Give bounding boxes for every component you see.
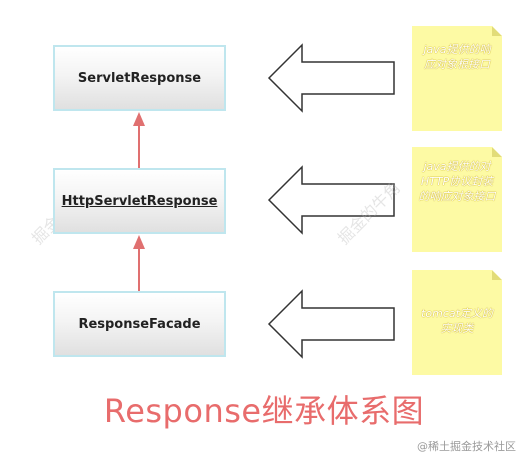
class-name: ServletResponse [77,70,202,86]
note-fold [492,147,502,157]
class-box-httpservletresponse: HttpServletResponse [53,168,226,234]
note-text: java提供的对HTTP协议封装的响应对象接口 [418,160,496,203]
note-httpservletresponse: java提供的对HTTP协议封装的响应对象接口 [412,147,502,252]
source-credit: @稀土掘金技术社区 [417,440,516,453]
inheritance-arrow-1 [133,112,145,168]
hollow-left-arrow-icon [267,165,395,235]
note-fold [492,26,502,36]
inheritance-arrow-2 [133,235,145,291]
note-text: java提供的响应对象根接口 [423,43,491,71]
class-name: HttpServletResponse [61,193,218,209]
note-fold [492,270,502,280]
hollow-left-arrow-icon [267,289,395,359]
note-text: tomcat定义的实现类 [421,307,493,335]
class-box-responsefacade: ResponseFacade [53,291,226,357]
class-box-servletresponse: ServletResponse [53,45,226,111]
hollow-left-arrow-icon [267,43,395,113]
note-responsefacade: tomcat定义的实现类 [412,270,502,375]
diagram-caption: Response继承体系图 [103,392,425,430]
class-name: ResponseFacade [78,316,201,332]
note-servletresponse: java提供的响应对象根接口 [412,26,502,131]
